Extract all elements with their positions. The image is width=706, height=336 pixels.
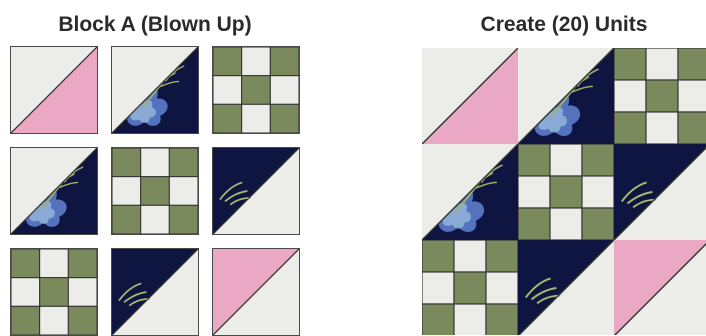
unit-tile-nine-patch-x-3 xyxy=(614,48,706,144)
block-a-tile-nine-patch-plus-5 xyxy=(111,147,199,235)
unit-tile-hst-pink-1 xyxy=(422,48,518,144)
block-a-tile-hst-floral-br-4 xyxy=(10,147,98,235)
unit-tile-hst-pink-tr-9 xyxy=(614,240,706,335)
block-a-tile-nine-patch-x-3 xyxy=(212,46,300,134)
block-a-tile-hst-pink-tr-9 xyxy=(212,248,300,336)
block-a-title: Block A (Blown Up) xyxy=(10,10,300,40)
unit-tile-hst-floral-br-2 xyxy=(518,48,614,144)
unit-tile-nine-patch-plus-5 xyxy=(518,144,614,240)
unit-tile-hst-navy-tl-6 xyxy=(614,144,706,240)
unit-tile-hst-floral-br-4 xyxy=(422,144,518,240)
unit-tile-nine-patch-plus-7 xyxy=(422,240,518,335)
block-a-tile-hst-navy-tl-8 xyxy=(111,248,199,336)
block-a-tile-hst-pink-1 xyxy=(10,46,98,134)
units-diagram xyxy=(422,46,706,335)
unit-tile-hst-navy-tl-8 xyxy=(518,240,614,335)
block-a-tile-hst-navy-tl-6 xyxy=(212,147,300,235)
create-units-title: Create (20) Units xyxy=(422,10,706,40)
block-a-tile-hst-floral-br-2 xyxy=(111,46,199,134)
block-a-diagram xyxy=(10,46,300,335)
block-a-tile-nine-patch-plus-7 xyxy=(10,248,98,336)
